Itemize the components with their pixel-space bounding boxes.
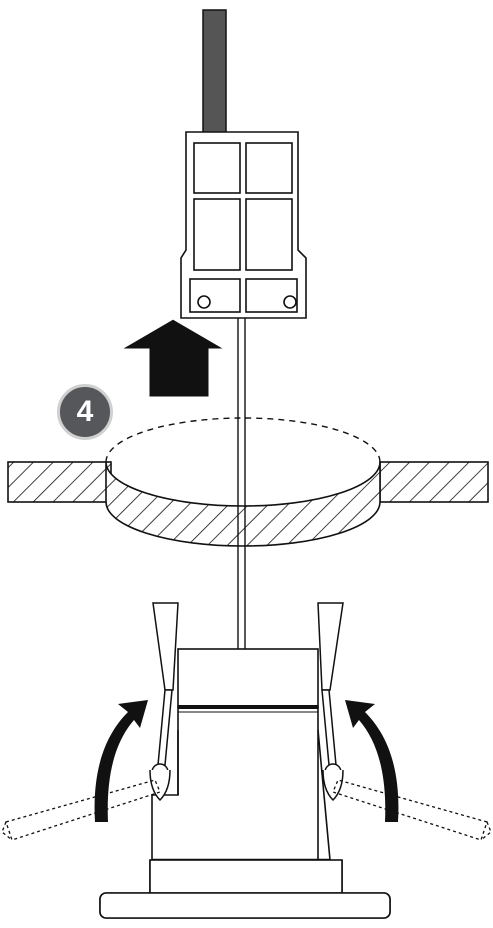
clip-motion-left: [1, 779, 161, 841]
step-number-badge: 4: [57, 384, 113, 440]
ceiling-section: [7, 461, 489, 503]
up-arrow-icon: [112, 316, 234, 400]
terminal-block: [180, 131, 307, 319]
power-cable: [202, 9, 227, 136]
terminal-screw-right: [283, 295, 297, 309]
curved-arrow-icon: [94, 700, 399, 822]
downlight-fixture: [99, 648, 391, 919]
terminal-screw-left: [197, 295, 211, 309]
spring-clip-right: [317, 602, 344, 802]
spring-clip-left: [149, 602, 179, 802]
wire: [237, 318, 246, 650]
clip-motion-right: [332, 779, 492, 841]
ceiling-hole: [105, 417, 381, 547]
